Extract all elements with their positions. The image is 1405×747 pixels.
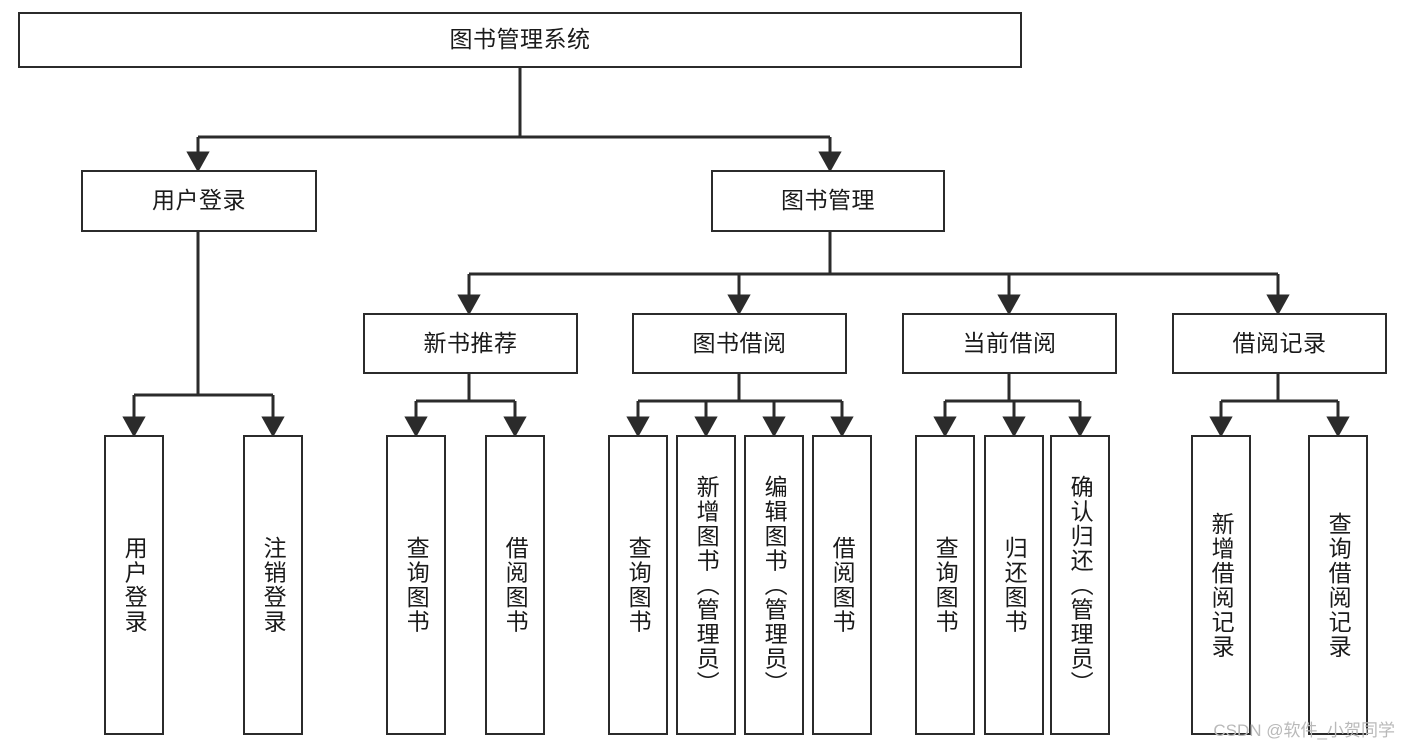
- node-leaf-add-record-label: 新增借阅记录: [1208, 511, 1235, 659]
- csdn-watermark: CSDN @软件_小贺同学: [1213, 721, 1395, 740]
- node-leaf-query-record-label: 查询借阅记录: [1325, 511, 1352, 659]
- node-leaf-query-book-3-label: 查询图书: [932, 536, 959, 634]
- node-leaf-add-record[interactable]: 新增借阅记录: [1191, 435, 1251, 735]
- node-leaf-logout-login-label: 注销登录: [260, 536, 287, 634]
- node-leaf-confirm-return-label: 确认归还（管理员）: [1067, 474, 1094, 696]
- node-leaf-query-book-1-label: 查询图书: [403, 536, 430, 634]
- node-borrow-record-label: 借阅记录: [1232, 329, 1327, 356]
- node-book-borrow-label: 图书借阅: [692, 329, 787, 356]
- node-leaf-query-book-2[interactable]: 查询图书: [608, 435, 668, 735]
- node-user-login-label: 用户登录: [152, 187, 246, 214]
- node-current-borrow[interactable]: 当前借阅: [902, 313, 1117, 374]
- node-user-login[interactable]: 用户登录: [81, 170, 317, 232]
- node-leaf-borrow-book-1-label: 借阅图书: [502, 536, 529, 634]
- node-leaf-query-book-2-label: 查询图书: [625, 536, 652, 634]
- node-borrow-record[interactable]: 借阅记录: [1172, 313, 1387, 374]
- node-leaf-return-book-label: 归还图书: [1001, 536, 1028, 634]
- node-leaf-user-login-label: 用户登录: [121, 536, 148, 634]
- node-leaf-confirm-return[interactable]: 确认归还（管理员）: [1050, 435, 1110, 735]
- node-leaf-borrow-book-2-label: 借阅图书: [829, 536, 856, 634]
- node-leaf-user-login[interactable]: 用户登录: [104, 435, 164, 735]
- node-new-book-rec-label: 新书推荐: [423, 329, 518, 356]
- node-root[interactable]: 图书管理系统: [18, 12, 1022, 68]
- node-leaf-add-book-label: 新增图书（管理员）: [693, 474, 720, 696]
- node-leaf-query-record[interactable]: 查询借阅记录: [1308, 435, 1368, 735]
- node-leaf-edit-book[interactable]: 编辑图书（管理员）: [744, 435, 804, 735]
- node-leaf-add-book[interactable]: 新增图书（管理员）: [676, 435, 736, 735]
- node-current-borrow-label: 当前借阅: [962, 329, 1057, 356]
- node-new-book-rec[interactable]: 新书推荐: [363, 313, 578, 374]
- node-book-manage[interactable]: 图书管理: [711, 170, 945, 232]
- node-book-borrow[interactable]: 图书借阅: [632, 313, 847, 374]
- node-root-label: 图书管理系统: [449, 26, 591, 53]
- node-leaf-query-book-3[interactable]: 查询图书: [915, 435, 975, 735]
- node-leaf-borrow-book-1[interactable]: 借阅图书: [485, 435, 545, 735]
- node-leaf-logout-login[interactable]: 注销登录: [243, 435, 303, 735]
- node-leaf-borrow-book-2[interactable]: 借阅图书: [812, 435, 872, 735]
- node-leaf-query-book-1[interactable]: 查询图书: [386, 435, 446, 735]
- node-book-manage-label: 图书管理: [781, 187, 875, 214]
- node-leaf-edit-book-label: 编辑图书（管理员）: [761, 474, 788, 696]
- node-leaf-return-book[interactable]: 归还图书: [984, 435, 1044, 735]
